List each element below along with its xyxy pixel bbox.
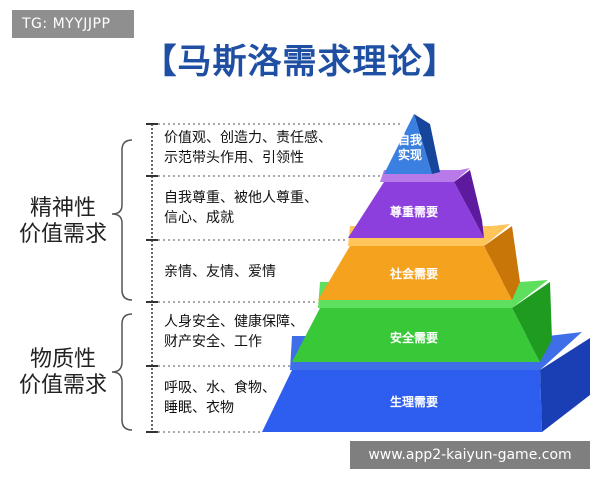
group-label-material: 物质性 价值需求	[10, 347, 116, 399]
group-label-spiritual: 精神性 价值需求	[10, 196, 116, 248]
row-text-2: 自我尊重、被他人尊重、 信心、成就	[164, 190, 318, 226]
row-text-4: 人身安全、健康保障、 财产安全、工作	[164, 314, 304, 350]
page-title: 【马斯洛需求理论】	[142, 42, 458, 82]
row-text-1: 价值观、创造力、责任感、 示范带头作用、引领性	[164, 130, 332, 166]
group-label-material-line2: 价值需求	[18, 373, 107, 398]
pyramid-level-1	[384, 114, 440, 174]
group-label-spiritual-line1: 精神性	[29, 196, 96, 221]
row-text-5: 呼吸、水、食物、 睡眠、衣物	[164, 380, 276, 416]
pyramid-label-3: 社会需要	[389, 266, 438, 281]
pyramid-label-1a: 自我	[398, 132, 422, 147]
watermark-url: www.app2-kaiyun-game.com	[350, 441, 590, 469]
row-text-3: 亲情、友情、爱情	[164, 264, 276, 280]
group-label-material-line1: 物质性	[29, 347, 96, 372]
watermark-tag: TG: MYYJJPP	[12, 10, 134, 38]
pyramid-label-5: 生理需要	[390, 394, 438, 409]
material-brace	[111, 313, 133, 431]
pyramid-label-1b: 实现	[398, 147, 422, 162]
pyramid-level-2	[348, 168, 484, 238]
guide-lines	[158, 123, 402, 433]
pyramid-label-4: 安全需要	[390, 330, 438, 345]
pyramid-label-2: 尊重需要	[390, 204, 438, 219]
group-label-spiritual-line2: 价值需求	[18, 222, 107, 247]
spiritual-brace	[111, 139, 133, 301]
axis-ticks	[146, 123, 158, 433]
